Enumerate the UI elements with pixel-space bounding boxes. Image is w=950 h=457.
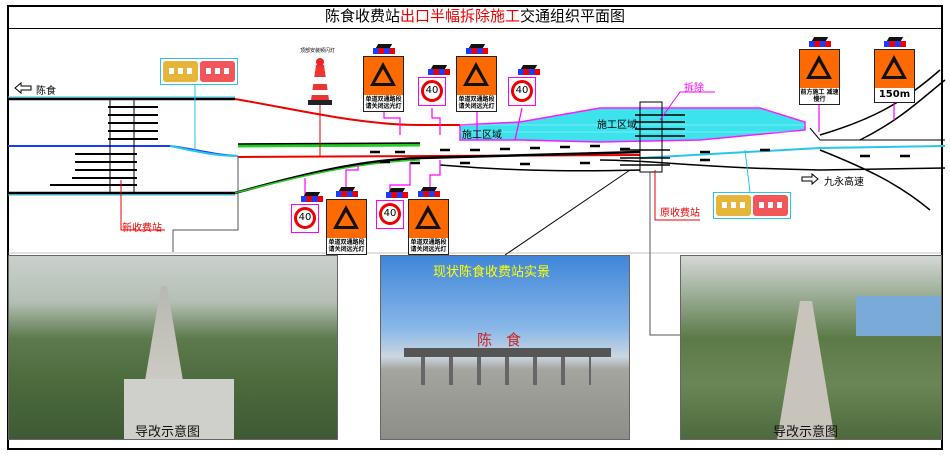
speed-limit-value: 40 xyxy=(294,207,316,229)
arrow-right-icon xyxy=(801,172,819,186)
strobe-lamp-icon xyxy=(466,48,488,54)
workers-warning-icon xyxy=(333,205,359,229)
label-old-toll: 原收费站 xyxy=(660,208,700,219)
sign-text: 前方施工 减速慢行 xyxy=(800,89,839,103)
arrow-left-icon xyxy=(14,81,32,95)
strobe-lamp-icon xyxy=(373,48,395,54)
construction-sign: 单道双通路段 请关闭远光灯 xyxy=(456,48,497,112)
workers-warning-icon xyxy=(463,62,489,86)
new-toll-station xyxy=(50,98,158,194)
drawing-frame xyxy=(7,5,943,450)
strobe-lamp-icon xyxy=(418,191,440,197)
speed-limit-sign: 40 xyxy=(508,69,540,106)
speed-limit-value: 40 xyxy=(379,203,401,225)
strobe-lamp-icon xyxy=(428,69,450,75)
photo-toll-station: 现状陈食收费站实景 陈食 xyxy=(380,255,630,440)
strobe-cone-icon xyxy=(308,58,332,105)
label-work-zone-1: 施工区域 xyxy=(462,130,502,141)
station-name-sign: 陈食 xyxy=(477,331,536,349)
strobe-lamp-icon xyxy=(884,41,906,47)
speed-limit-sign: 40 xyxy=(291,196,323,233)
construction-sign: 单道双通路段 请关闭远光灯 xyxy=(408,191,449,255)
sign-text: 单道双通路段 请关闭远光灯 xyxy=(458,96,495,110)
speed-limit-sign: 40 xyxy=(418,69,450,106)
sign-text: 单道双通路段 请关闭远光灯 xyxy=(328,239,365,253)
title-part-2: 出口半幅拆除施工 xyxy=(399,7,520,25)
caption-left: 导改示意图 xyxy=(135,425,201,440)
caption-middle: 现状陈食收费站实景 xyxy=(433,265,551,280)
water-barrier-icon xyxy=(713,192,791,219)
construction-ahead-sign: 前方施工 减速慢行 xyxy=(799,41,840,105)
label-to-jiuyong: 九永高速 xyxy=(824,177,864,188)
label-new-toll: 新收费站 xyxy=(122,223,162,234)
workers-warning-icon xyxy=(415,205,441,229)
speed-limit-sign: 40 xyxy=(376,192,408,229)
road-edge-top xyxy=(8,98,460,126)
sign-text: 单道双通路段 请关闭远光灯 xyxy=(410,239,447,253)
speed-limit-value: 40 xyxy=(421,80,443,102)
label-demolish: 拆除 xyxy=(684,83,704,94)
strobe-lamp-icon xyxy=(336,191,358,197)
title-part-3: 交通组织平面图 xyxy=(520,7,626,25)
construction-sign: 单道双通路段 请关闭远光灯 xyxy=(363,48,404,112)
label-work-zone-2: 施工区域 xyxy=(597,120,637,131)
photo-detour-aerial-left: 导改示意图 xyxy=(8,255,338,440)
water-barrier-icon xyxy=(160,58,238,85)
title-part-1: 陈食收费站 xyxy=(324,7,400,25)
label-cone-note: 顶部安装频闪灯 xyxy=(300,48,336,54)
caption-right: 导改示意图 xyxy=(773,425,839,440)
old-toll-station xyxy=(620,101,685,173)
strobe-lamp-icon xyxy=(809,41,831,47)
page-title: 陈食收费站出口半幅拆除施工交通组织平面图 xyxy=(7,5,943,29)
label-to-chenshi: 陈食 xyxy=(36,86,56,97)
construction-sign: 单道双通路段 请关闭远光灯 xyxy=(326,191,367,255)
speed-limit-value: 40 xyxy=(511,80,533,102)
workers-warning-icon xyxy=(370,62,396,86)
strobe-lamp-icon xyxy=(386,192,408,198)
distance-sign: 150m xyxy=(874,41,915,103)
construction-warning-icon xyxy=(881,55,907,79)
sign-text: 单道双通路段 请关闭远光灯 xyxy=(365,96,402,110)
construction-warning-icon xyxy=(806,55,832,79)
strobe-lamp-icon xyxy=(518,69,540,75)
photo-detour-aerial-right: 导改示意图 xyxy=(680,255,942,440)
sign-distance: 150m xyxy=(878,89,911,100)
strobe-lamp-icon xyxy=(301,196,323,202)
